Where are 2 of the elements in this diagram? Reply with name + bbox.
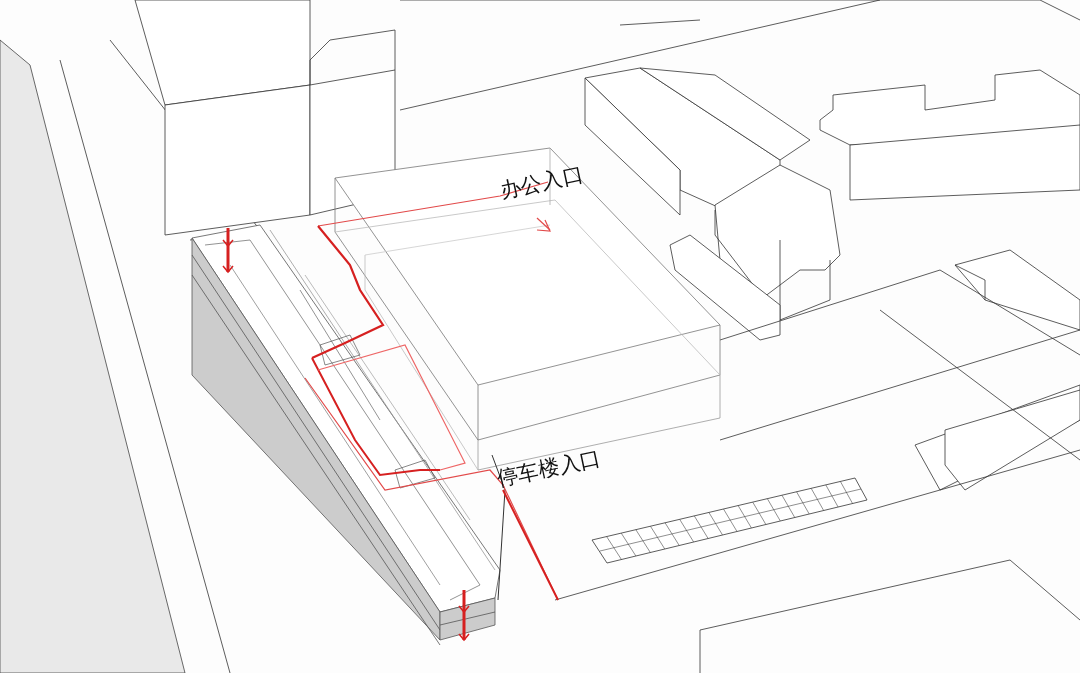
entrance-label: 停车楼入口: [495, 446, 603, 492]
entrance-label: 办公入口: [498, 163, 586, 204]
